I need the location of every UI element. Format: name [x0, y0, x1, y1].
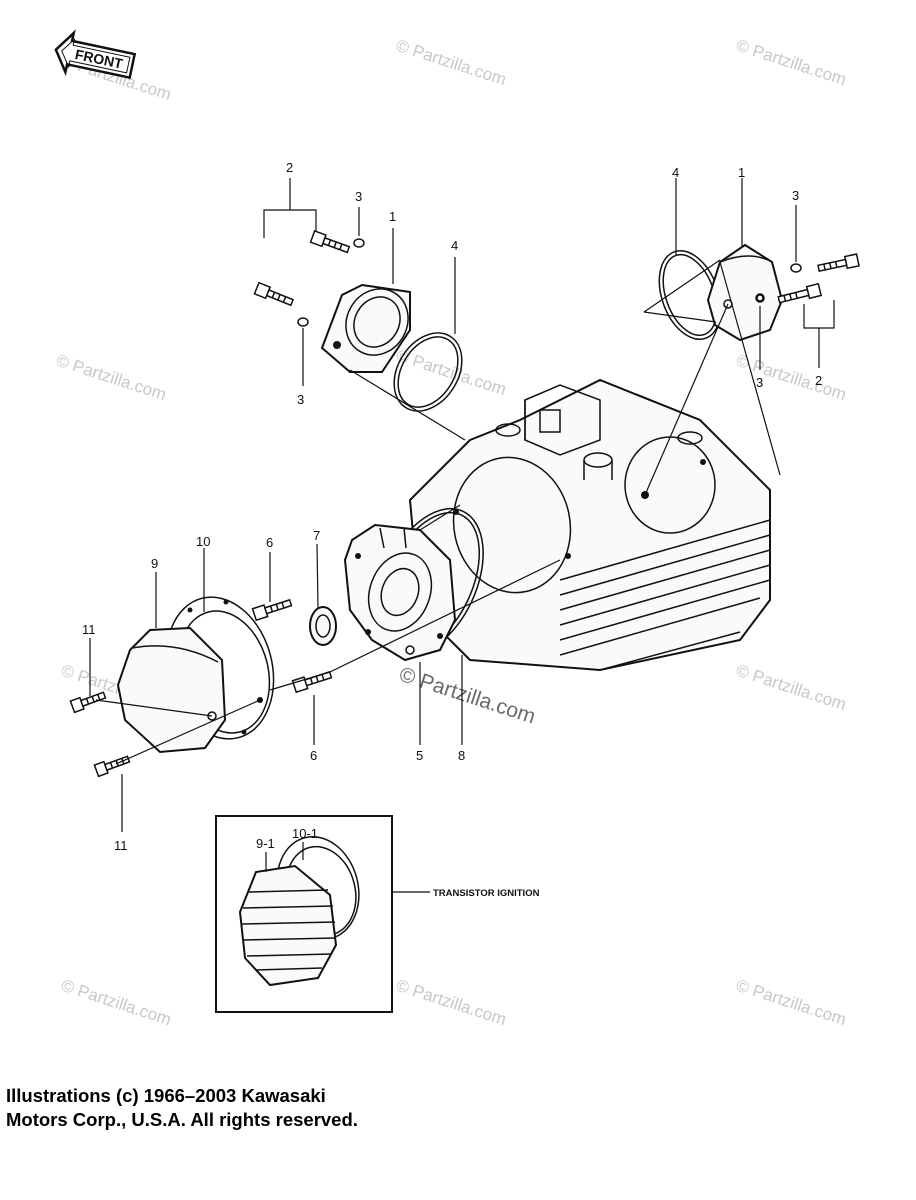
callout-screw-11b: 11 — [114, 838, 128, 853]
copyright-line-2: Motors Corp., U.S.A. All rights reserved… — [6, 1109, 358, 1130]
callout-right-cover-2: 2 — [286, 160, 293, 175]
watermark: © Partzilla.com — [734, 976, 849, 1029]
transistor-ignition-inset: TRANSISTOR IGNITION — [215, 815, 540, 1013]
bolt-6-upper — [251, 598, 293, 622]
callout-bolt-6b: 6 — [310, 748, 317, 763]
callout-left-cover-3a: 3 — [355, 189, 362, 204]
callout-alt-gasket-10-1: 10-1 — [292, 826, 318, 841]
washer-3-right-lower — [756, 294, 764, 302]
callout-left-cover-1: 1 — [389, 209, 396, 224]
watermark: © Partzilla.com — [59, 976, 174, 1029]
watermark: © Partzilla.com — [394, 976, 509, 1029]
point-base-5 — [343, 523, 457, 662]
bolt-6-lower — [291, 670, 333, 694]
callout-cover-9: 9 — [151, 556, 158, 571]
washer-3-right-upper — [790, 263, 802, 273]
watermark: © Partzilla.com — [734, 36, 849, 89]
inset-label: TRANSISTOR IGNITION — [433, 888, 540, 899]
point-cover-9 — [116, 626, 227, 754]
callout-right-cover-3a: 3 — [792, 188, 799, 203]
copyright-line-1: Illustrations (c) 1966–2003 Kawasaki — [6, 1085, 326, 1106]
callout-base-5: 5 — [416, 748, 423, 763]
watermark: © Partzilla.com — [734, 661, 849, 714]
callout-seal-7: 7 — [313, 528, 320, 543]
callout-bolt-6a: 6 — [266, 535, 273, 550]
cover-assembly-upper-right — [643, 178, 860, 496]
callout-screw-11a: 11 — [82, 622, 96, 637]
bolt-2-right-lower — [777, 282, 823, 304]
front-arrow: FRONT — [54, 29, 137, 80]
callout-numbers: 2 3 1 4 3 4 1 3 3 2 9 10 6 7 11 6 5 8 11… — [82, 160, 822, 853]
bolt-2-lower — [253, 281, 295, 307]
copyright-notice: Illustrations (c) 1966–2003 Kawasaki Mot… — [6, 1084, 358, 1132]
oil-seal-7 — [309, 606, 337, 646]
washer-3-upper — [353, 238, 365, 248]
watermark-center: © Partzilla.com — [396, 663, 538, 729]
screw-11-upper — [69, 691, 107, 714]
callout-left-cover-4: 4 — [451, 238, 458, 253]
callout-gasket-10: 10 — [196, 534, 210, 549]
washer-3-lower — [297, 317, 309, 327]
bolt-2-upper — [309, 229, 351, 254]
callout-right-cover-3b: 3 — [756, 375, 763, 390]
point-cover-1-left — [320, 283, 411, 373]
callout-oring-8: 8 — [458, 748, 465, 763]
callout-left-cover-3b: 3 — [297, 392, 304, 407]
bolt-2-right-upper — [817, 253, 860, 273]
watermark: © Partzilla.com — [54, 351, 169, 404]
watermark: © Partzilla.com — [734, 351, 849, 404]
cover-assembly-upper-left — [253, 178, 466, 441]
contact-breaker-cover-assembly — [69, 548, 331, 832]
callout-right-cover-4: 4 — [672, 165, 679, 180]
points-base-assembly — [251, 504, 561, 745]
finned-cover-9-1 — [238, 864, 338, 987]
watermark: © Partzilla.com — [394, 36, 509, 89]
cylinder-head — [408, 378, 771, 672]
screw-11-lower — [93, 755, 131, 778]
callout-right-cover-1: 1 — [738, 165, 745, 180]
callout-right-cover-2b: 2 — [815, 373, 822, 388]
o-ring-4-left — [393, 332, 463, 412]
callout-alt-cover-9-1: 9-1 — [256, 836, 275, 851]
